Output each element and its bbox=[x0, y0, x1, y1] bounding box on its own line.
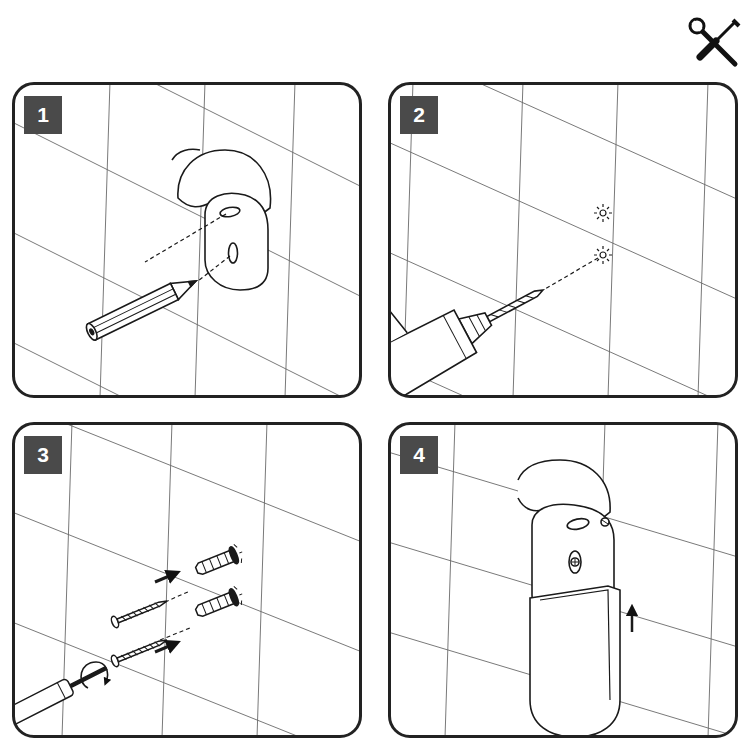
tile-joint bbox=[708, 424, 718, 736]
tile-joint bbox=[14, 512, 360, 652]
tools-icon bbox=[690, 19, 739, 64]
tile-joint bbox=[195, 84, 205, 396]
step-panel: 1 bbox=[12, 82, 362, 398]
anchor-screw-scene bbox=[14, 543, 246, 726]
step-panel: 3 bbox=[12, 422, 362, 738]
step-panel: 4 bbox=[388, 422, 738, 738]
tile-joint bbox=[513, 84, 523, 396]
step-panel: 2 bbox=[388, 82, 738, 398]
tile-joint bbox=[608, 84, 618, 396]
step-number: 4 bbox=[400, 436, 438, 474]
mark-holes-scene bbox=[84, 149, 270, 341]
tile-joint bbox=[257, 424, 267, 736]
tile-lines bbox=[390, 424, 736, 736]
tile-joint bbox=[14, 424, 360, 542]
drill-scene bbox=[390, 204, 612, 396]
tile-joint bbox=[14, 232, 360, 396]
tile-joint bbox=[14, 342, 360, 396]
tile-grid bbox=[12, 12, 738, 751]
step-number: 3 bbox=[24, 436, 62, 474]
step-number: 2 bbox=[400, 96, 438, 134]
tile-lines bbox=[14, 84, 360, 396]
tile-joint bbox=[390, 84, 736, 200]
tile-joint bbox=[285, 84, 295, 396]
tile-joint bbox=[100, 84, 110, 396]
tile-joint bbox=[14, 122, 360, 297]
cover-scene bbox=[518, 460, 632, 736]
step-number: 1 bbox=[24, 96, 62, 134]
tile-joint bbox=[698, 84, 708, 396]
